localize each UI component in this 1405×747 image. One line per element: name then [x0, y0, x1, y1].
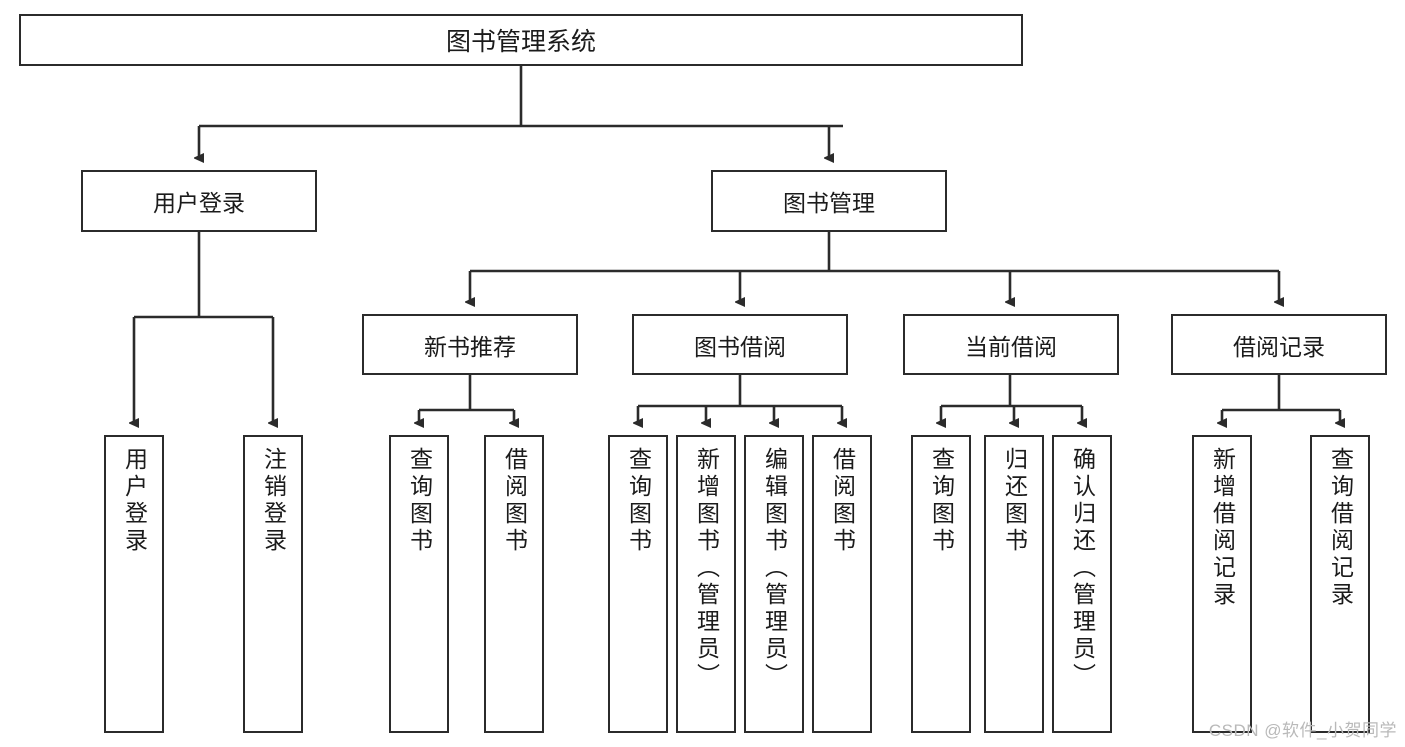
node-user-login-leaf[interactable]: 用户登录: [104, 435, 164, 733]
node-bb-query-book-label: 查询图书: [625, 447, 652, 555]
node-user-logout-leaf-label: 注销登录: [260, 447, 287, 555]
node-user-logout-leaf[interactable]: 注销登录: [243, 435, 303, 733]
node-borrow-record[interactable]: 借阅记录: [1171, 314, 1387, 375]
node-bb-query-book[interactable]: 查询图书: [608, 435, 668, 733]
node-cb-confirm-return-label: 确认归还（管理员）: [1069, 447, 1096, 690]
node-bb-borrow-book-label: 借阅图书: [829, 447, 856, 555]
node-br-add-record-label: 新增借阅记录: [1209, 447, 1236, 609]
node-cb-return-book[interactable]: 归还图书: [984, 435, 1044, 733]
node-root-label: 图书管理系统: [445, 28, 596, 56]
node-current-borrow[interactable]: 当前借阅: [903, 314, 1119, 375]
node-cb-query-book-label: 查询图书: [928, 447, 955, 555]
node-nb-borrow-book[interactable]: 借阅图书: [484, 435, 544, 733]
node-book-manage[interactable]: 图书管理: [711, 170, 947, 232]
csdn-watermark: CSDN @软件_小贺同学: [1208, 721, 1397, 740]
node-bb-borrow-book[interactable]: 借阅图书: [812, 435, 872, 733]
node-new-book-recommend[interactable]: 新书推荐: [362, 314, 578, 375]
node-br-query-record[interactable]: 查询借阅记录: [1310, 435, 1370, 733]
node-new-book-recommend-label: 新书推荐: [424, 333, 516, 360]
node-cb-confirm-return[interactable]: 确认归还（管理员）: [1052, 435, 1112, 733]
node-user-login[interactable]: 用户登录: [81, 170, 317, 232]
node-user-login-label: 用户登录: [153, 190, 245, 216]
node-bb-add-book[interactable]: 新增图书（管理员）: [676, 435, 736, 733]
node-bb-edit-book-label: 编辑图书（管理员）: [761, 447, 788, 690]
node-book-manage-label: 图书管理: [783, 190, 875, 216]
node-cb-query-book[interactable]: 查询图书: [911, 435, 971, 733]
node-current-borrow-label: 当前借阅: [965, 333, 1057, 360]
node-bb-add-book-label: 新增图书（管理员）: [693, 447, 720, 690]
node-root[interactable]: 图书管理系统: [19, 14, 1023, 66]
node-book-borrow[interactable]: 图书借阅: [632, 314, 848, 375]
node-bb-edit-book[interactable]: 编辑图书（管理员）: [744, 435, 804, 733]
node-user-login-leaf-label: 用户登录: [121, 447, 148, 555]
node-cb-return-book-label: 归还图书: [1001, 447, 1028, 555]
node-book-borrow-label: 图书借阅: [694, 333, 786, 360]
node-nb-borrow-book-label: 借阅图书: [501, 447, 528, 555]
node-nb-query-book[interactable]: 查询图书: [389, 435, 449, 733]
node-br-add-record[interactable]: 新增借阅记录: [1192, 435, 1252, 733]
node-nb-query-book-label: 查询图书: [406, 447, 433, 555]
node-br-query-record-label: 查询借阅记录: [1327, 447, 1354, 609]
node-borrow-record-label: 借阅记录: [1233, 333, 1325, 360]
